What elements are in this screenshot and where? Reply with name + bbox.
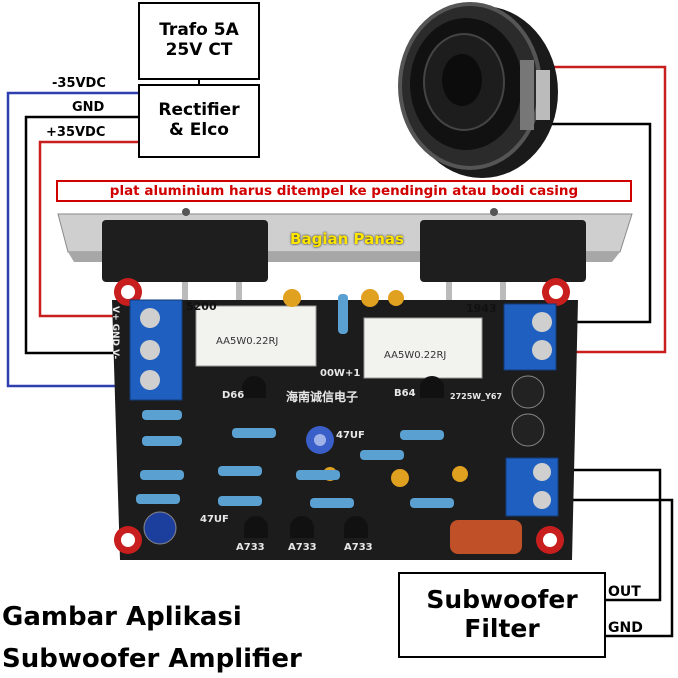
pcb-d-right: B64 xyxy=(394,388,416,399)
rectifier-box: Rectifier & Elco xyxy=(138,84,260,158)
pcb-d-left: D66 xyxy=(222,390,245,401)
caption-line2: Subwoofer Amplifier xyxy=(2,644,302,674)
positive-supply-label: +35VDC xyxy=(46,125,106,140)
rectifier-line1: Rectifier xyxy=(158,100,240,121)
rectifier-line2: & Elco xyxy=(169,120,229,140)
pcb-chinese-label: 海南诚信电子 xyxy=(286,390,359,404)
filter-gnd-wire xyxy=(556,498,674,638)
filter-gnd-label: GND xyxy=(608,620,643,636)
ground-supply-wire xyxy=(24,115,138,355)
small-transistors xyxy=(242,376,444,538)
signal-resistors xyxy=(136,294,454,508)
ground-supply-label: GND xyxy=(72,100,105,115)
speaker-terminal-block xyxy=(503,303,557,371)
hot-area-label: Bagian Panas xyxy=(290,230,404,248)
transformer-line2: 25V CT xyxy=(165,40,233,60)
filter-line2: Filter xyxy=(464,614,540,643)
speaker-wire-red xyxy=(540,65,667,354)
cap-left-label: 47UF xyxy=(200,514,229,525)
negative-supply-label: -35VDC xyxy=(52,76,106,91)
subwoofer-filter-box: Subwoofer Filter xyxy=(398,572,606,658)
heatsink-note: plat aluminium harus ditempel ke pending… xyxy=(56,180,632,202)
transformer-line1: Trafo 5A xyxy=(159,20,239,41)
resistor-label-right: AA5W0.22RJ xyxy=(384,350,447,361)
filter-out-label: OUT xyxy=(608,584,641,600)
input-terminal-block xyxy=(129,299,183,401)
pcb-code: 2725W_Y67 xyxy=(450,392,503,401)
electrolytic-capacitors xyxy=(143,375,545,545)
positive-supply-wire xyxy=(38,140,138,318)
negative-supply-wire xyxy=(6,91,138,388)
film-capacitor xyxy=(450,520,522,554)
subwoofer-speaker-image xyxy=(398,2,558,178)
emitter-resistor-right xyxy=(363,317,483,379)
pcb-power-label: 00W+1 xyxy=(320,368,361,379)
filter-line1: Subwoofer xyxy=(426,585,578,615)
a733-label-2: A733 xyxy=(288,542,317,553)
terminal-pin-labels: V+ GND V- xyxy=(110,306,120,360)
emitter-resistor-left xyxy=(195,305,317,367)
filter-out-wire xyxy=(556,468,662,602)
transformer-box: Trafo 5A 25V CT xyxy=(138,2,260,80)
transistor-label-left: 5200 xyxy=(186,300,217,313)
transistor-label-right: 1943 xyxy=(466,302,497,315)
resistor-label-left: AA5W0.22RJ xyxy=(216,336,279,347)
speaker-wire-black xyxy=(548,122,652,324)
caption-line1: Gambar Aplikasi xyxy=(2,602,242,632)
a733-label-3: A733 xyxy=(344,542,373,553)
cap-center-label: 47UF xyxy=(336,430,365,441)
signal-terminal-block xyxy=(505,457,559,517)
a733-label-1: A733 xyxy=(236,542,265,553)
